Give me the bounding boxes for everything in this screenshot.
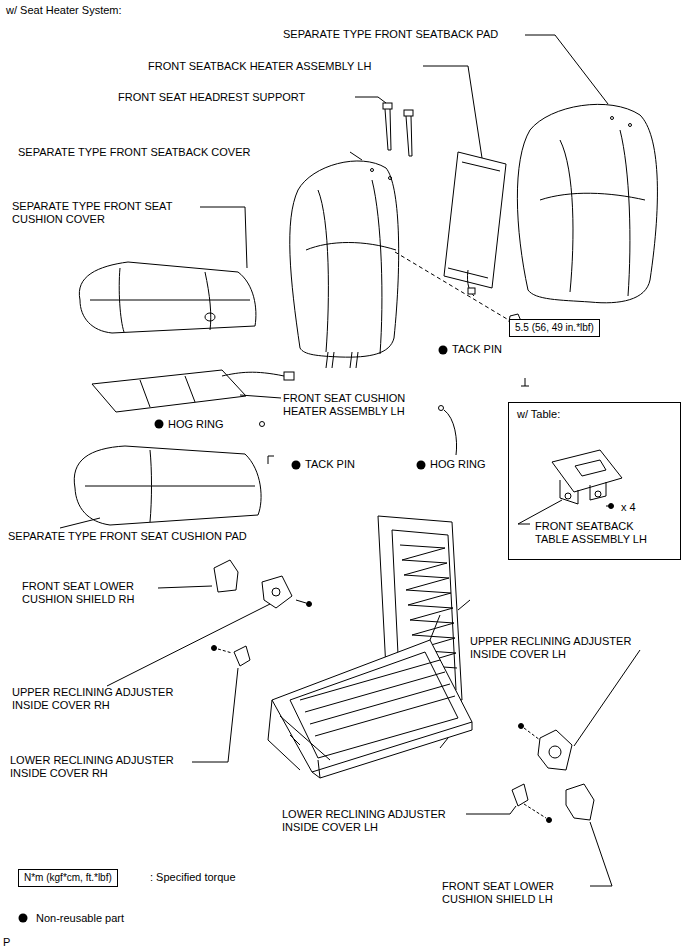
legend-text: Non-reusable part bbox=[36, 912, 124, 925]
part-label: TACK PIN bbox=[452, 343, 502, 356]
part-label: UPPER RECLINING ADJUSTER INSIDE COVER RH bbox=[12, 686, 187, 712]
part-label: HOG RING bbox=[168, 418, 224, 431]
torque-box: 5.5 (56, 49 in.*lbf) bbox=[509, 319, 600, 337]
node-text: x 4 bbox=[621, 501, 636, 514]
part-label: w/ Seat Heater System: bbox=[6, 4, 122, 17]
torque-legend-box: N*m (kgf*cm, ft.*lbf) bbox=[18, 869, 118, 887]
part-label: FRONT SEAT CUSHION HEATER ASSEMBLY LH bbox=[283, 392, 423, 418]
node-text: 5.5 (56, 49 in.*lbf) bbox=[515, 322, 594, 333]
legend-text: : Specified torque bbox=[150, 871, 236, 884]
part-label: UPPER RECLINING ADJUSTER INSIDE COVER LH bbox=[470, 635, 645, 661]
table-inset-box: w/ Table: x 4 FRONT SEATBACK TABLE ASSEMBL… bbox=[508, 402, 681, 560]
part-label: LOWER RECLINING ADJUSTER INSIDE COVER LH bbox=[282, 808, 457, 834]
part-label: SEPARATE TYPE FRONT SEATBACK PAD bbox=[283, 28, 498, 41]
part-label: TACK PIN bbox=[305, 458, 355, 471]
node-text: FRONT SEATBACK TABLE ASSEMBLY LH bbox=[535, 520, 663, 546]
part-label: SEPARATE TYPE FRONT SEAT CUSHION PAD bbox=[8, 530, 247, 543]
part-label: FRONT SEAT LOWER CUSHION SHIELD RH bbox=[22, 580, 152, 606]
part-label: FRONT SEAT LOWER CUSHION SHIELD LH bbox=[442, 880, 572, 906]
part-label: HOG RING bbox=[430, 458, 486, 471]
part-label: FRONT SEAT HEADREST SUPPORT bbox=[118, 91, 305, 104]
node-text: N*m (kgf*cm, ft.*lbf) bbox=[24, 872, 112, 883]
part-label: LOWER RECLINING ADJUSTER INSIDE COVER RH bbox=[10, 754, 185, 780]
part-label: SEPARATE TYPE FRONT SEAT CUSHION COVER bbox=[12, 200, 192, 226]
part-label: SEPARATE TYPE FRONT SEATBACK COVER bbox=[18, 146, 250, 159]
node-text: w/ Table: bbox=[517, 408, 560, 421]
part-label: P bbox=[3, 936, 10, 949]
part-label: FRONT SEATBACK HEATER ASSEMBLY LH bbox=[148, 60, 371, 73]
